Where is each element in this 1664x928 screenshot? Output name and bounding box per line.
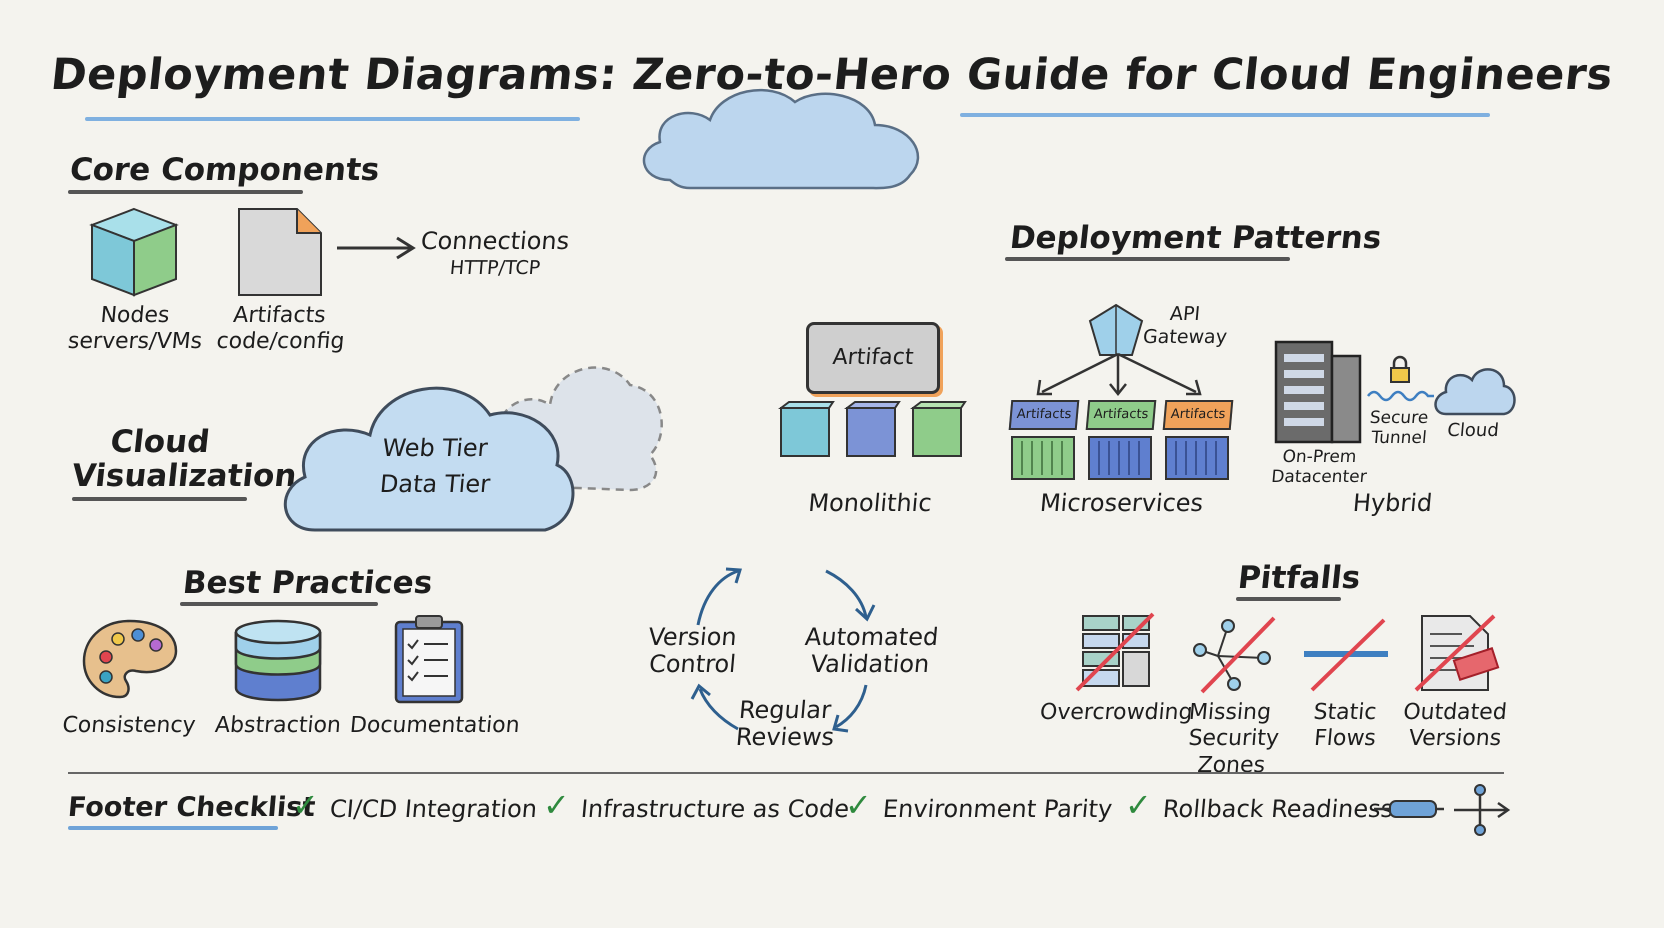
hybrid-cloud-label: Cloud: [1446, 420, 1500, 441]
footer-heading-underline: [68, 826, 278, 830]
cube-icon: [910, 401, 967, 457]
server-icon: [1274, 340, 1362, 444]
web-tier-label: Web Tier: [381, 434, 489, 462]
onprem-label-1: On-Prem: [1281, 447, 1358, 467]
microservices-label: Microservices: [1038, 489, 1205, 517]
hybrid-label: Hybrid: [1351, 489, 1434, 517]
version-control-2: Control: [647, 650, 738, 678]
monolithic-artifact-label: Artifact: [831, 345, 915, 370]
version-control-1: Version: [647, 623, 738, 651]
footer-item-parity: Environment Parity: [881, 795, 1114, 823]
lock-icon: [1390, 355, 1410, 383]
cube-icon: [89, 207, 179, 297]
microservice-artifact-2: Artifacts: [1085, 400, 1157, 430]
outdated-versions-2: Versions: [1407, 726, 1503, 751]
container-icon: [1088, 436, 1152, 480]
cloud-viz-heading-1: Cloud: [108, 424, 212, 460]
artifacts-label: Artifacts: [232, 303, 327, 328]
monolithic-label: Monolithic: [807, 489, 933, 517]
microservice-artifact-3: Artifacts: [1162, 400, 1234, 430]
arrow-right-icon: [337, 236, 416, 260]
microservice-artifact-1: Artifacts: [1008, 400, 1080, 430]
documentation-label: Documentation: [348, 713, 521, 738]
footer-item-rollback: Rollback Readiness: [1161, 795, 1395, 823]
static-flows-icon: [1304, 618, 1388, 692]
container-icon: [1165, 436, 1229, 480]
best-practices-underline: [180, 602, 378, 606]
onprem-label-2: Datacenter: [1270, 467, 1368, 487]
cloud-viz-heading-2: Visualization: [70, 458, 299, 494]
pitfalls-underline: [1236, 597, 1341, 601]
footer-heading: Footer Checklist: [66, 792, 317, 823]
gateway-arrows: [1036, 352, 1202, 397]
cloud-icon: [283, 386, 575, 532]
title-underline-left: [85, 117, 580, 121]
checkmark-icon: ✓: [1125, 786, 1152, 824]
connections-sub: HTTP/TCP: [448, 257, 542, 279]
api-gateway-label-1: API: [1169, 303, 1201, 325]
footer-divider: [68, 772, 1504, 774]
patterns-underline: [1005, 257, 1290, 261]
missing-zones-2: Security Zones: [1187, 726, 1280, 778]
footer-item-iac: Infrastructure as Code: [579, 795, 851, 823]
missing-security-icon: [1193, 616, 1276, 694]
document-icon: [238, 208, 322, 296]
footer-item-cicd: CI/CD Integration: [328, 795, 539, 823]
cloud-icon: [1434, 368, 1516, 416]
deployment-patterns-heading: Deployment Patterns: [1008, 220, 1384, 256]
core-heading-underline: [68, 190, 303, 194]
cube-icon: [844, 401, 901, 457]
branch-icon: [1454, 784, 1511, 836]
abstraction-label: Abstraction: [213, 713, 343, 738]
clipboard-icon: [394, 615, 464, 704]
static-flows-2: Flows: [1313, 726, 1377, 751]
cloud-icon: [642, 88, 920, 190]
connections-label: Connections: [419, 227, 571, 255]
data-tier-label: Data Tier: [378, 470, 492, 498]
tunnel-label-1: Secure: [1368, 408, 1430, 428]
monolithic-artifact-box: Artifact: [806, 322, 940, 394]
consistency-label: Consistency: [61, 713, 197, 738]
tunnel-label-2: Tunnel: [1370, 428, 1428, 448]
automated-validation-2: Validation: [809, 650, 931, 678]
static-flows-1: Static: [1312, 700, 1378, 725]
missing-zones-1: Missing: [1187, 700, 1273, 725]
checkmark-icon: ✓: [845, 786, 872, 824]
overcrowding-icon: [1075, 612, 1155, 692]
database-icon: [234, 619, 322, 702]
checkmark-icon: ✓: [292, 786, 319, 824]
regular-reviews-2: Reviews: [734, 723, 836, 751]
api-gateway-label-2: Gateway: [1142, 326, 1228, 348]
cloud-viz-underline: [72, 497, 247, 501]
api-gateway-icon: [1088, 303, 1144, 356]
core-components-heading: Core Components: [68, 152, 382, 188]
container-icon: [1011, 436, 1075, 480]
nodes-sub: servers/VMs: [66, 329, 204, 354]
best-practices-heading: Best Practices: [181, 565, 435, 601]
checkmark-icon: ✓: [543, 786, 570, 824]
cycle-arrows: [690, 567, 876, 733]
secure-tunnel-line: [1367, 390, 1434, 402]
artifacts-sub: code/config: [215, 329, 346, 354]
outdated-versions-1: Outdated: [1402, 700, 1508, 725]
regular-reviews-1: Regular: [737, 696, 833, 724]
overcrowding-label: Overcrowding: [1038, 700, 1194, 725]
pipe-icon: [1374, 800, 1444, 818]
title-underline-right: [960, 113, 1490, 117]
cube-icon: [778, 401, 835, 457]
outdated-versions-icon: [1414, 614, 1500, 692]
automated-validation-1: Automated: [803, 623, 940, 651]
nodes-label: Nodes: [99, 303, 171, 328]
pitfalls-heading: Pitfalls: [1236, 560, 1363, 596]
palette-icon: [82, 619, 178, 699]
